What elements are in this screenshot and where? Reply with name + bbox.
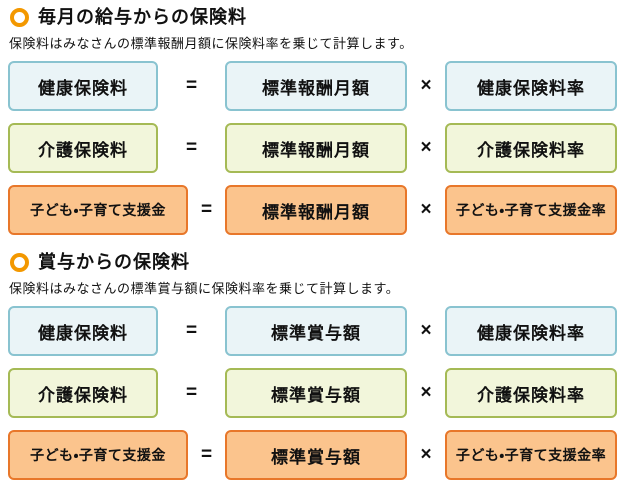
equals-sign: = bbox=[185, 320, 198, 341]
rate-box: 健康保険料率 bbox=[445, 61, 617, 111]
section-title: 毎月の給与からの保険料 bbox=[38, 7, 247, 27]
multiply-sign: × bbox=[420, 75, 432, 96]
formula-left-group: 子ども・子育て支援金 = bbox=[8, 430, 225, 480]
base-box: 標準賞与額 bbox=[225, 430, 407, 480]
equals-sign: = bbox=[200, 444, 213, 465]
rate-box: 子ども・子育て支援金率 bbox=[445, 185, 617, 235]
section-header: 毎月の給与からの保険料 bbox=[0, 0, 633, 27]
multiply-sign: × bbox=[420, 199, 432, 220]
formula-row-nursing: 介護保険料 = 標準賞与額 × 介護保険料率 bbox=[8, 368, 617, 418]
section-subtitle: 保険料はみなさんの標準賞与額に保険料率を乗じて計算します。 bbox=[9, 281, 400, 296]
rate-box: 健康保険料率 bbox=[445, 306, 617, 356]
base-box: 標準報酬月額 bbox=[225, 61, 407, 111]
section-subtitle: 保険料はみなさんの標準報酬月額に保険料率を乗じて計算します。 bbox=[9, 36, 413, 51]
formula-left-group: 介護保険料 = bbox=[8, 368, 225, 418]
formula-row-nursing: 介護保険料 = 標準報酬月額 × 介護保険料率 bbox=[8, 123, 617, 173]
equals-sign: = bbox=[200, 199, 213, 220]
result-box: 健康保険料 bbox=[8, 61, 158, 111]
formula-rows: 健康保険料 = 標準賞与額 × 健康保険料率 介護保険料 = 標準賞与額 × 介… bbox=[0, 306, 633, 480]
formula-row-health: 健康保険料 = 標準賞与額 × 健康保険料率 bbox=[8, 306, 617, 356]
section-monthly-premiums: 毎月の給与からの保険料 保険料はみなさんの標準報酬月額に保険料率を乗じて計算しま… bbox=[0, 0, 633, 235]
base-box: 標準賞与額 bbox=[225, 306, 407, 356]
result-box: 子ども・子育て支援金 bbox=[8, 430, 188, 480]
formula-row-health: 健康保険料 = 標準報酬月額 × 健康保険料率 bbox=[8, 61, 617, 111]
base-box: 標準報酬月額 bbox=[225, 185, 407, 235]
section-bonus-premiums: 賞与からの保険料 保険料はみなさんの標準賞与額に保険料率を乗じて計算します。 健… bbox=[0, 252, 633, 480]
formula-left-group: 健康保険料 = bbox=[8, 61, 225, 111]
formula-left-group: 健康保険料 = bbox=[8, 306, 225, 356]
base-box: 標準報酬月額 bbox=[225, 123, 407, 173]
rate-box: 介護保険料率 bbox=[445, 123, 617, 173]
orange-ring-icon bbox=[10, 252, 29, 272]
multiply-sign: × bbox=[420, 320, 432, 341]
equals-sign: = bbox=[185, 75, 198, 96]
base-box: 標準賞与額 bbox=[225, 368, 407, 418]
result-box: 介護保険料 bbox=[8, 368, 158, 418]
formula-rows: 健康保険料 = 標準報酬月額 × 健康保険料率 介護保険料 = 標準報酬月額 ×… bbox=[0, 61, 633, 235]
rate-box: 介護保険料率 bbox=[445, 368, 617, 418]
orange-ring-icon bbox=[10, 7, 29, 27]
multiply-sign: × bbox=[420, 382, 432, 403]
multiply-sign: × bbox=[420, 444, 432, 465]
rate-box: 子ども・子育て支援金率 bbox=[445, 430, 617, 480]
multiply-sign: × bbox=[420, 137, 432, 158]
result-box: 介護保険料 bbox=[8, 123, 158, 173]
formula-row-child-support: 子ども・子育て支援金 = 標準賞与額 × 子ども・子育て支援金率 bbox=[8, 430, 617, 480]
section-title: 賞与からの保険料 bbox=[38, 252, 190, 272]
formula-left-group: 子ども・子育て支援金 = bbox=[8, 185, 225, 235]
equals-sign: = bbox=[185, 137, 198, 158]
formula-row-child-support: 子ども・子育て支援金 = 標準報酬月額 × 子ども・子育て支援金率 bbox=[8, 185, 617, 235]
formula-left-group: 介護保険料 = bbox=[8, 123, 225, 173]
section-header: 賞与からの保険料 bbox=[0, 252, 633, 272]
result-box: 健康保険料 bbox=[8, 306, 158, 356]
result-box: 子ども・子育て支援金 bbox=[8, 185, 188, 235]
equals-sign: = bbox=[185, 382, 198, 403]
